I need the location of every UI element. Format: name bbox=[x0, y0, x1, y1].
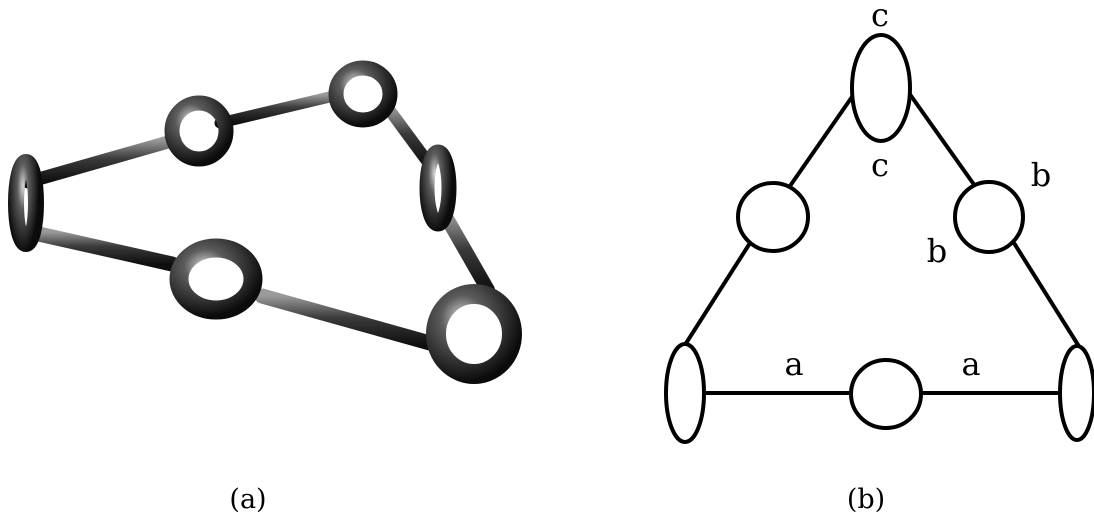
edge-left-lower bbox=[681, 241, 752, 350]
panel-a-render: (a) bbox=[8, 60, 522, 515]
ring-bottom-left-corner bbox=[664, 342, 706, 444]
label-c-inner: c bbox=[871, 146, 889, 184]
panel-b-schematic bbox=[664, 33, 1094, 444]
ring-bottom-mid bbox=[849, 358, 923, 430]
panel-b-caption: (b) bbox=[847, 484, 885, 515]
ring-left-end bbox=[8, 154, 44, 252]
ring-left-mid bbox=[736, 181, 810, 253]
ring-right-mid bbox=[953, 180, 1025, 254]
ring-3 bbox=[419, 144, 457, 232]
rod-ring6-to-ring5 bbox=[254, 288, 445, 353]
ring-bottom-right-corner bbox=[1058, 344, 1094, 442]
ring-2 bbox=[328, 60, 398, 128]
panel-b-labels: c c b b a a (b) bbox=[784, 0, 1051, 515]
label-a-left: a bbox=[784, 345, 803, 383]
rod-left-to-ring1 bbox=[21, 133, 182, 189]
tori bbox=[8, 60, 522, 384]
rod-ring1-to-ring2 bbox=[214, 89, 344, 129]
label-a-right: a bbox=[961, 345, 980, 383]
rod-ring2-to-ring3 bbox=[382, 102, 436, 171]
label-c-top: c bbox=[871, 0, 889, 34]
edge-right-lower bbox=[1012, 241, 1082, 350]
label-b-outer: b bbox=[1031, 156, 1051, 194]
ring-6 bbox=[426, 284, 522, 384]
rods bbox=[21, 89, 495, 353]
rod-ring5-to-left bbox=[22, 224, 180, 272]
ring-top-c bbox=[850, 33, 912, 143]
ring-1 bbox=[164, 95, 234, 167]
edge-right-upper bbox=[902, 84, 977, 188]
edge-left-upper bbox=[788, 82, 863, 188]
label-b-inner: b bbox=[927, 232, 947, 270]
ring-5 bbox=[169, 238, 263, 320]
rod-ring3-to-ring6 bbox=[438, 208, 495, 297]
panel-a-caption: (a) bbox=[229, 484, 266, 515]
